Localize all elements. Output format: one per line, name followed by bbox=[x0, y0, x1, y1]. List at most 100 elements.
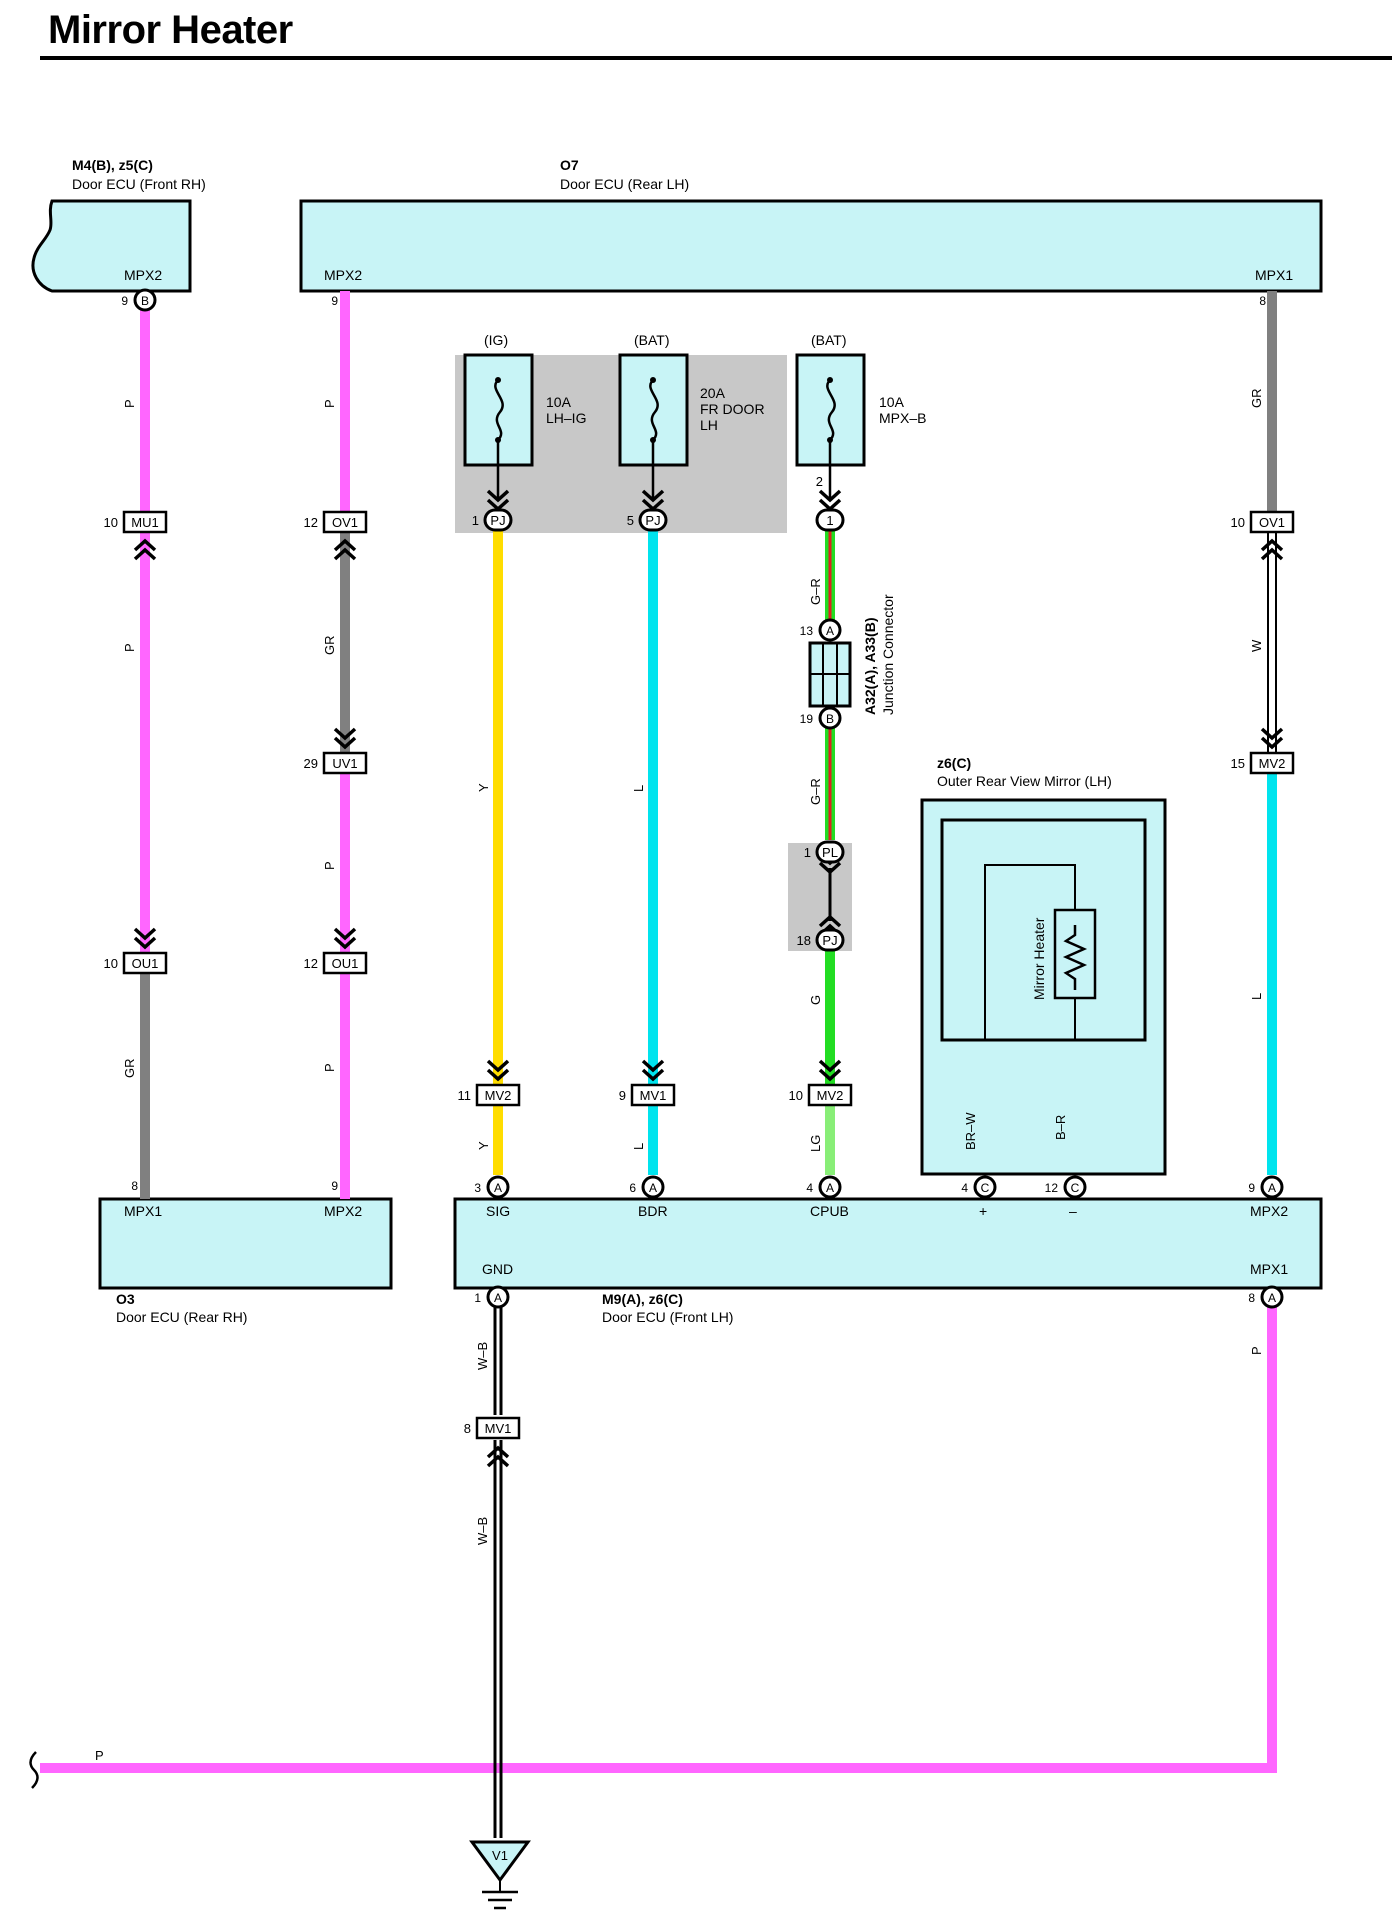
pin-num: 19 bbox=[800, 712, 814, 726]
pin-num: 9 bbox=[619, 1088, 626, 1103]
pin-num: 1 bbox=[804, 845, 811, 860]
fuse-amp: 10A bbox=[546, 394, 572, 410]
wire-label: GR bbox=[122, 1059, 137, 1079]
fuse-name: LH–IG bbox=[546, 410, 586, 426]
pin-num: 8 bbox=[1259, 294, 1266, 308]
wire-label: L bbox=[631, 785, 646, 792]
tag-pj: PJ bbox=[822, 933, 837, 948]
door-ecu-rear-rh: MPX1 MPX2 O3 Door ECU (Rear RH) bbox=[98, 1197, 393, 1325]
pin-num: 4 bbox=[961, 1181, 968, 1195]
pin-num: 29 bbox=[304, 756, 318, 771]
wire-label: Y bbox=[476, 783, 491, 792]
wire-label: P bbox=[122, 399, 137, 408]
tag-mu1: MU1 bbox=[131, 515, 158, 530]
tag-b: B bbox=[141, 294, 149, 308]
pin-num: 18 bbox=[797, 933, 811, 948]
connector-tags: MU1 10 OV1 12 OV1 10 UV1 29 MV2 15 OU1 1… bbox=[104, 510, 1295, 1440]
pin-label-bdr: BDR bbox=[638, 1203, 668, 1219]
pin-label-sig: SIG bbox=[486, 1203, 510, 1219]
fuse-source: (IG) bbox=[484, 332, 508, 348]
pin-num: 9 bbox=[1248, 1181, 1255, 1195]
wire-label: BR–W bbox=[963, 1112, 978, 1150]
wire-label: G–R bbox=[808, 778, 823, 805]
door-ecu-front-lh: SIG BDR CPUB + – MPX2 GND MPX1 M9(A), z6… bbox=[453, 1197, 1323, 1325]
fuse-output-arrows bbox=[486, 440, 842, 511]
pin-num: 12 bbox=[1045, 1181, 1059, 1195]
pin-num: 6 bbox=[629, 1181, 636, 1195]
junction-name: Junction Connector bbox=[880, 594, 896, 715]
pin-num: 10 bbox=[104, 515, 118, 530]
tag-ou1: OU1 bbox=[132, 956, 159, 971]
wire-label: Y bbox=[476, 1141, 491, 1150]
pin-label-mpx2: MPX2 bbox=[324, 1203, 362, 1219]
pin-num: 12 bbox=[304, 515, 318, 530]
pin-num: 1 bbox=[474, 1291, 481, 1305]
ecu-name-rear-lh: Door ECU (Rear LH) bbox=[560, 176, 689, 192]
wire-label: W bbox=[1249, 639, 1264, 652]
pin-label-mpx1: MPX1 bbox=[1255, 267, 1293, 283]
pin-num: 8 bbox=[131, 1179, 138, 1193]
fuse-name: LH bbox=[700, 417, 718, 433]
tag-ov1: OV1 bbox=[332, 515, 358, 530]
tag-a: A bbox=[494, 1291, 502, 1305]
door-ecu-front-rh: MPX2 M4(B), z5(C) Door ECU (Front RH) bbox=[31, 157, 206, 293]
wire-label: W–B bbox=[475, 1517, 490, 1545]
pin-label-mpx1: MPX1 bbox=[124, 1203, 162, 1219]
tag-mv1: MV1 bbox=[485, 1421, 512, 1436]
wire-label: W–B bbox=[475, 1342, 490, 1370]
pin-label-plus: + bbox=[979, 1203, 987, 1219]
title-rule bbox=[40, 56, 1392, 60]
circle-connectors: B 9 9 8 A 13 B 19 8 9 A 3 A 6 A 4 C 4 C … bbox=[121, 288, 1284, 1309]
wires bbox=[40, 291, 1277, 1838]
fuse-amp: 10A bbox=[879, 394, 905, 410]
wire-label: G bbox=[808, 995, 823, 1005]
ecu-code-m9: M9(A), z6(C) bbox=[602, 1291, 683, 1307]
tag-a: A bbox=[826, 1181, 834, 1195]
pin-num: 13 bbox=[800, 624, 814, 638]
fuse-lh-ig: (IG) 10A LH–IG bbox=[463, 332, 586, 467]
pin-label-mpx2: MPX2 bbox=[1250, 1203, 1288, 1219]
tag-ou1: OU1 bbox=[332, 956, 359, 971]
tag-mv2: MV2 bbox=[817, 1088, 844, 1103]
pin-num: 8 bbox=[464, 1421, 471, 1436]
pill-connectors: PJ 1 PJ 5 1 2 PL 1 PJ 18 bbox=[472, 474, 845, 952]
ecu-name-front-lh: Door ECU (Front LH) bbox=[602, 1309, 733, 1325]
wire-label: L bbox=[1249, 993, 1264, 1000]
mirror-name: Outer Rear View Mirror (LH) bbox=[937, 773, 1112, 789]
tag-c: C bbox=[1071, 1181, 1080, 1195]
tag-a: A bbox=[494, 1181, 502, 1195]
pin-label-mpx2: MPX2 bbox=[324, 267, 362, 283]
tag-mv1: MV1 bbox=[640, 1088, 667, 1103]
pin-label-mpx2: MPX2 bbox=[124, 267, 162, 283]
tag-pl: PL bbox=[822, 845, 838, 860]
pin-num: 11 bbox=[458, 1088, 472, 1103]
wire-label: P bbox=[322, 399, 337, 408]
fuse-source: (BAT) bbox=[811, 332, 847, 348]
wire-label: P bbox=[1249, 1346, 1264, 1355]
tag-a: A bbox=[1268, 1291, 1276, 1305]
pin-label-cpub: CPUB bbox=[810, 1203, 849, 1219]
tag-a: A bbox=[649, 1181, 657, 1195]
wire-label: P bbox=[95, 1748, 104, 1763]
tag-mv2: MV2 bbox=[1259, 756, 1286, 771]
wire-label: GR bbox=[322, 636, 337, 656]
pin-num: 3 bbox=[474, 1181, 481, 1195]
pin-num: 9 bbox=[331, 294, 338, 308]
junction-connector: A32(A), A33(B) Junction Connector bbox=[808, 594, 896, 715]
page-title: Mirror Heater bbox=[48, 8, 293, 52]
fuse-name: FR DOOR bbox=[700, 401, 765, 417]
pin-num: 12 bbox=[304, 956, 318, 971]
pin-num: 15 bbox=[1231, 756, 1245, 771]
ecu-code-o3: O3 bbox=[116, 1291, 135, 1307]
fuse-mpx-b: (BAT) 10A MPX–B bbox=[795, 332, 926, 467]
fuse-name: MPX–B bbox=[879, 410, 926, 426]
ecu-name-rear-rh: Door ECU (Rear RH) bbox=[116, 1309, 247, 1325]
wire-code-labels: P P GR P GR P P Y Y L L G–R G–R G LG BR–… bbox=[95, 389, 1264, 1764]
fuse-source: (BAT) bbox=[634, 332, 670, 348]
pin-label-minus: – bbox=[1069, 1203, 1077, 1219]
ecu-name-front-rh: Door ECU (Front RH) bbox=[72, 176, 206, 192]
tag-uv1: UV1 bbox=[332, 756, 357, 771]
pin-label-mpx1: MPX1 bbox=[1250, 1261, 1288, 1277]
wire-label: L bbox=[631, 1143, 646, 1150]
tag-ov1: OV1 bbox=[1259, 515, 1285, 530]
